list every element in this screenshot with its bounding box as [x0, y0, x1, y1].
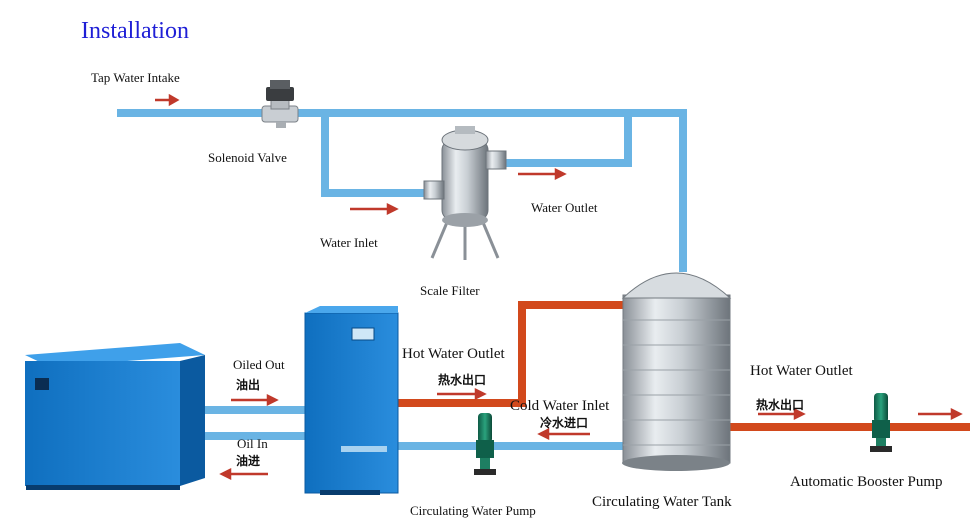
arrow-final-outlet: [918, 407, 963, 421]
label-cold-water-inlet: Cold Water Inlet: [510, 398, 610, 414]
label-oiled-out-cn: 油出: [236, 378, 261, 392]
arrow-tap-intake: [155, 93, 180, 107]
label-solenoid-valve: Solenoid Valve: [208, 150, 287, 165]
label-scale-filter: Scale Filter: [420, 283, 480, 298]
arrow-cold-inlet: [537, 427, 590, 441]
arrow-hot-right: [758, 407, 806, 421]
label-oil-in-cn: 油进: [236, 454, 261, 468]
compressor-unit: [25, 343, 205, 490]
label-water-outlet: Water Outlet: [531, 200, 598, 215]
label-hot-water-outlet-right-cn: 热水出口: [756, 398, 805, 412]
label-circulating-water-tank: Circulating Water Tank: [592, 494, 732, 510]
label-oil-in: Oil In: [237, 436, 268, 451]
tap-water-main-pipe: [117, 109, 687, 272]
hot-water-outlet-pipe-left: [398, 301, 626, 407]
label-oiled-out: Oiled Out: [233, 357, 285, 372]
arrow-water-outlet: [518, 167, 567, 181]
heat-recovery-cabinet: [304, 306, 399, 495]
automatic-booster-pump: [870, 393, 892, 452]
solenoid-valve: [261, 80, 299, 128]
circulating-water-tank: [621, 272, 732, 471]
label-cold-water-inlet-cn: 冷水进口: [540, 416, 589, 430]
circulating-water-pump: [474, 413, 496, 475]
label-hot-water-outlet-right: Hot Water Outlet: [750, 363, 853, 379]
arrow-oil-in: [219, 467, 268, 481]
label-hot-water-outlet-left-cn: 热水出口: [438, 373, 487, 387]
arrow-oiled-out: [231, 393, 279, 407]
hot-water-pipes: [398, 301, 970, 431]
label-circulating-water-pump: Circulating Water Pump: [410, 503, 536, 518]
cold-water-pipes: [117, 109, 687, 450]
label-hot-water-outlet-left: Hot Water Outlet: [402, 346, 505, 362]
flow-arrows: [155, 93, 963, 481]
label-tap-water-intake: Tap Water Intake: [91, 70, 180, 85]
label-water-inlet: Water Inlet: [320, 235, 378, 250]
scale-filter: [423, 126, 507, 260]
filter-outlet-pipe: [505, 113, 632, 167]
label-automatic-booster-pump: Automatic Booster Pump: [790, 474, 943, 490]
filter-inlet-pipe: [321, 113, 428, 197]
page-title: Installation: [81, 18, 189, 44]
arrow-hot-left: [437, 387, 487, 401]
arrow-water-inlet: [350, 202, 399, 216]
